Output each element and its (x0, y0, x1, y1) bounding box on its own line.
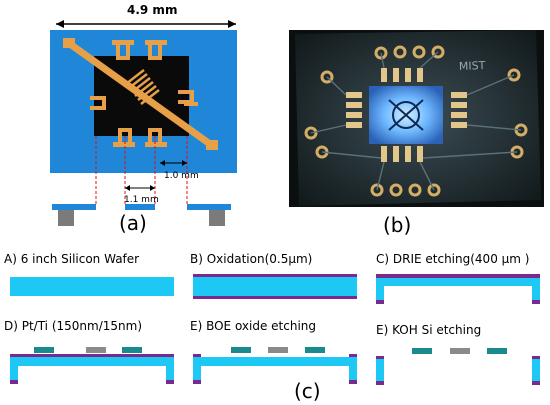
caption-b: (b) (383, 213, 411, 237)
step-a-label: A) 6 inch Silicon Wafer (4, 252, 139, 266)
dim-lower-label: 1.1 mm (124, 195, 159, 205)
pad-tabs (112, 40, 167, 147)
dim-lower-arrow (125, 185, 155, 191)
pcb-traces (310, 51, 522, 191)
step-c-drie-wafer (376, 274, 540, 304)
step-e-wafer (193, 347, 357, 384)
width-label: 4.9 mm (127, 3, 177, 17)
electrode-pads (90, 44, 198, 144)
step-c-label: C) DRIE etching(400 μm ) (376, 252, 529, 266)
cross-section-a (52, 204, 231, 226)
step-b-oxidized-wafer (193, 274, 357, 299)
step-d-wafer (10, 347, 174, 384)
step-a-wafer (10, 277, 174, 296)
step-f-label: E) KOH Si etching (376, 323, 481, 337)
step-e-label: E) BOE oxide etching (190, 319, 316, 333)
bond-pads (346, 68, 467, 162)
caption-c: (c) (294, 379, 321, 403)
chip-pattern (388, 99, 424, 131)
step-d-label: D) Pt/Ti (150nm/15nm) (4, 319, 142, 333)
dim-inner-arrow (160, 160, 187, 166)
heater-bar (63, 38, 218, 150)
width-dimension-arrow (56, 20, 236, 28)
step-f-wafer (376, 348, 540, 385)
sensing-coil (125, 69, 160, 105)
caption-a: (a) (119, 211, 147, 235)
chip-photo: MIST (289, 30, 544, 207)
dim-inner-label: 1.0 mm (164, 171, 199, 181)
step-b-label: B) Oxidation(0.5μm) (190, 252, 312, 266)
projection-lines (95, 136, 188, 205)
chip-marking: MIST (459, 59, 486, 73)
